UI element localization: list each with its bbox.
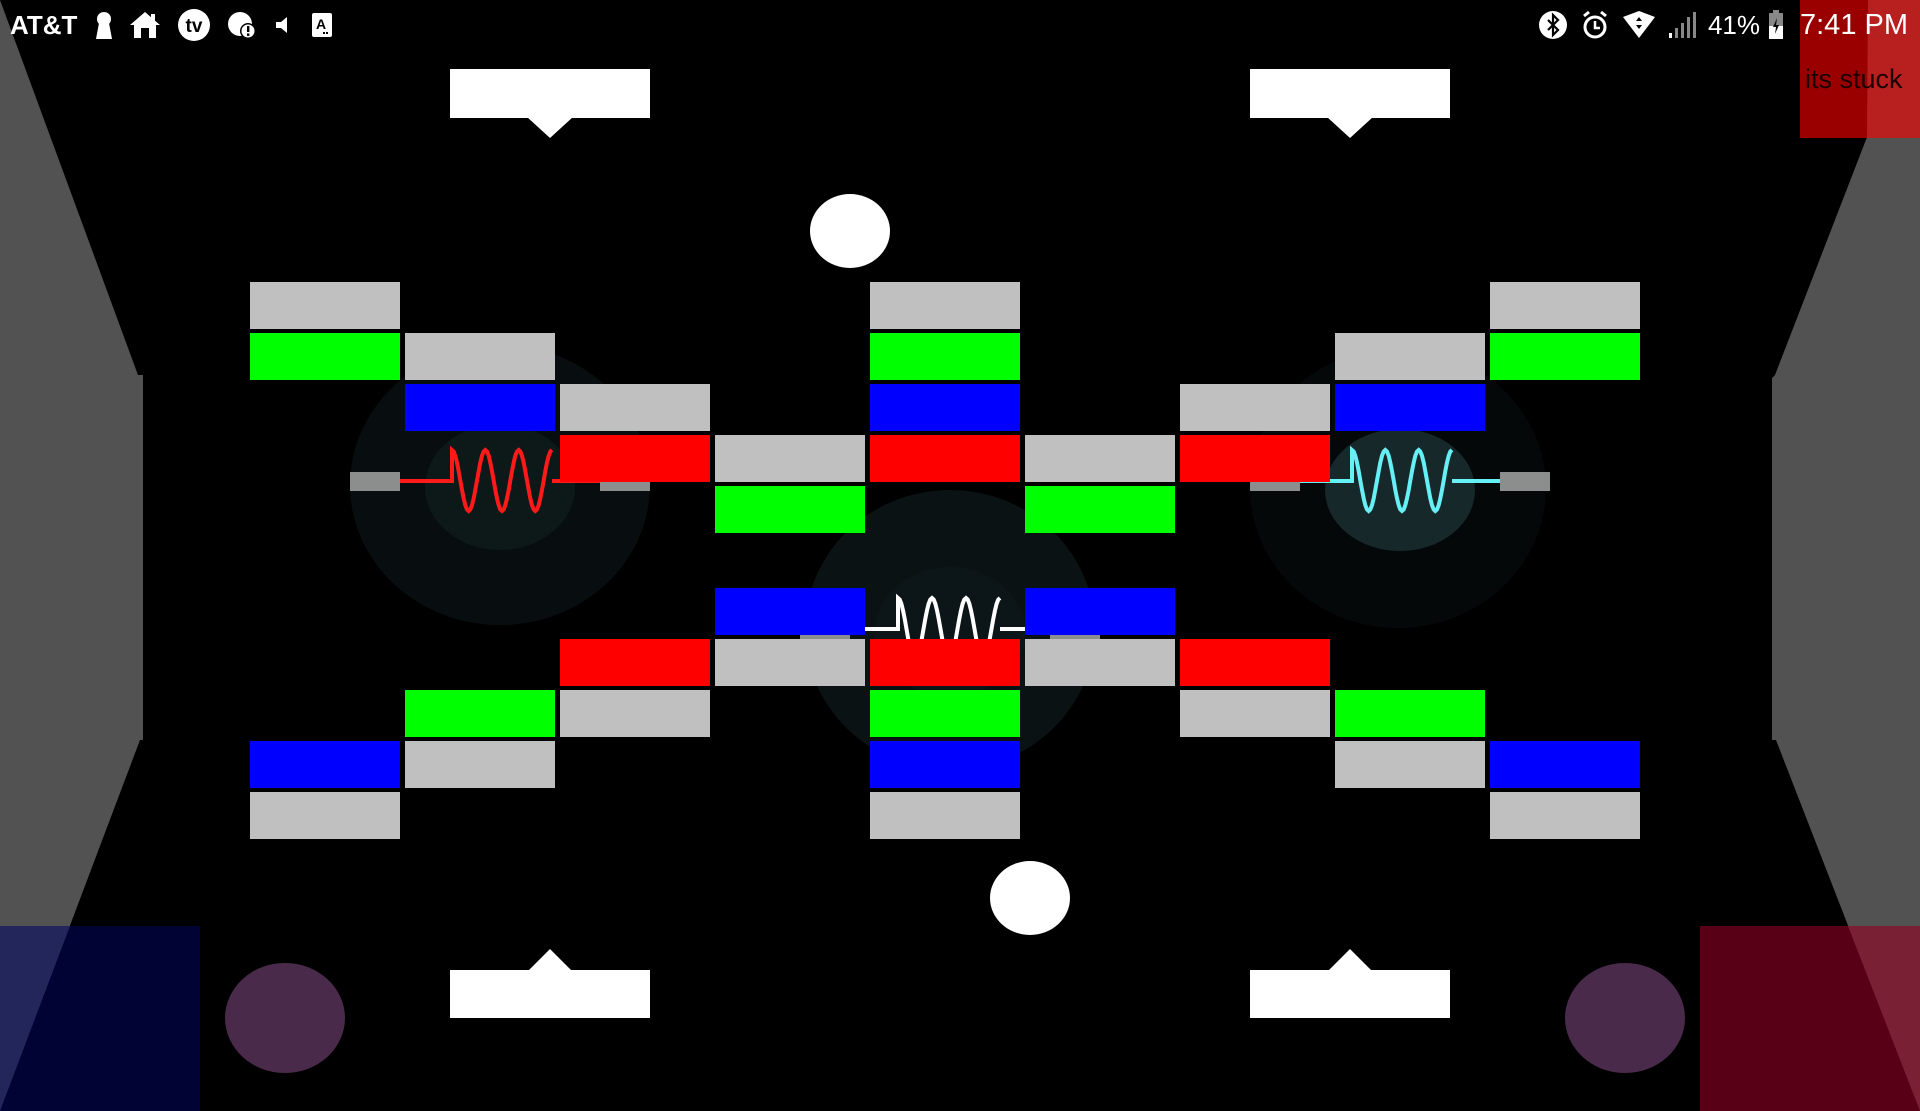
brick-green [1025, 486, 1175, 533]
left-wall [0, 0, 143, 1111]
blue-player-zone[interactable] [0, 926, 200, 1111]
brick-grey [560, 384, 710, 431]
brick-red [870, 435, 1020, 482]
brick-grey [250, 792, 400, 839]
battery-icon [1768, 10, 1784, 40]
brick-blue [405, 384, 555, 431]
brick-green [1335, 690, 1485, 737]
brick-green [870, 333, 1020, 380]
data-alert-icon [227, 10, 257, 40]
ball-bottom [990, 861, 1070, 935]
keyhole-icon [95, 11, 113, 39]
left-spring-anchor-right [600, 481, 650, 491]
brick-blue [1025, 588, 1175, 635]
brick-red [1180, 435, 1330, 482]
status-right: 41% 7:41 PM [1538, 8, 1908, 42]
center-spring-anchor-left [800, 632, 850, 640]
accessibility-a-icon: A [311, 12, 333, 38]
tv-icon: tv [177, 8, 211, 42]
bluetooth-icon [1538, 10, 1568, 40]
brick-red [560, 639, 710, 686]
right-spring-anchor-right [1500, 472, 1550, 491]
brick-grey [1180, 690, 1330, 737]
volume-icon [273, 14, 295, 36]
wall-overlap-tint [1867, 0, 1920, 138]
wall-overlap-tint [1848, 926, 1920, 1111]
brick-green [250, 333, 400, 380]
paddle-direction-arrow [1328, 949, 1372, 971]
home-icon [129, 11, 161, 39]
paddle-direction-arrow [528, 949, 572, 971]
brick-green [405, 690, 555, 737]
brick-grey [715, 639, 865, 686]
svg-text:A: A [316, 16, 326, 32]
left-joystick[interactable] [225, 963, 345, 1073]
left-spring-glow-inner [425, 424, 575, 550]
paddle-direction-arrow [1327, 117, 1373, 138]
paddle-top-right[interactable] [1250, 69, 1450, 138]
brick-blue [1335, 384, 1485, 431]
paddle-bottom-right[interactable] [1250, 949, 1450, 1018]
signal-icon [1668, 11, 1696, 39]
red-player-zone[interactable] [1700, 926, 1920, 1111]
carrier-label: AT&T [10, 9, 78, 40]
spring-anchors [350, 472, 1550, 640]
wifi-icon [1622, 11, 1656, 39]
brick-grey [1490, 792, 1640, 839]
brick-grey [405, 333, 555, 380]
right-spring [1300, 445, 1500, 514]
brick-grey [870, 282, 1020, 329]
brick-blue [715, 588, 865, 635]
paddle-bottom-left[interactable] [450, 949, 650, 1018]
brick-green [715, 486, 865, 533]
brick-grey [1335, 333, 1485, 380]
paddle-top-left[interactable] [450, 69, 650, 138]
status-left: AT&T tv A [10, 8, 349, 42]
clock: 7:41 PM [1800, 8, 1908, 41]
message-text: its stuck [1805, 64, 1903, 94]
ball-top [810, 194, 890, 268]
brick-grey [1180, 384, 1330, 431]
brick-grey [1025, 435, 1175, 482]
brick-red [1180, 639, 1330, 686]
status-bar: AT&T tv A 41% [0, 0, 1920, 50]
brick-grey [1335, 741, 1485, 788]
brick-green [870, 690, 1020, 737]
brick-grey [870, 792, 1020, 839]
brick-blue [250, 741, 400, 788]
left-spring-anchor-left [350, 472, 400, 491]
right-spring-anchor-left [1250, 481, 1300, 491]
brick-red [870, 639, 1020, 686]
alarm-icon [1580, 10, 1610, 40]
brick-red [560, 435, 710, 482]
brick-grey [405, 741, 555, 788]
paddle-direction-arrow [527, 117, 573, 138]
battery-percent: 41% [1707, 9, 1760, 40]
right-spring-glow-inner [1325, 429, 1475, 551]
brick-field [250, 282, 1640, 839]
brick-blue [870, 741, 1020, 788]
svg-text:tv: tv [186, 16, 203, 37]
brick-grey [715, 435, 865, 482]
right-joystick[interactable] [1565, 963, 1685, 1073]
right-wall [1772, 0, 1920, 1111]
brick-grey [1025, 639, 1175, 686]
brick-grey [1490, 282, 1640, 329]
brick-blue [1490, 741, 1640, 788]
center-spring-anchor-right [1050, 632, 1100, 640]
message-box [1800, 0, 1920, 138]
wall-overlap-tint [0, 926, 70, 1111]
brick-grey [560, 690, 710, 737]
brick-blue [870, 384, 1020, 431]
brick-green [1490, 333, 1640, 380]
brick-grey [250, 282, 400, 329]
